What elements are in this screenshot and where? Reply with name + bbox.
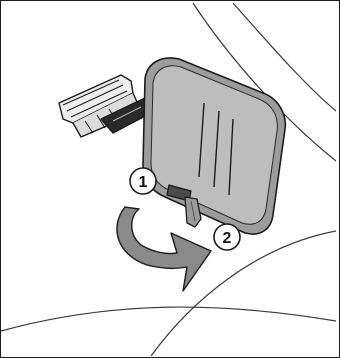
mirror-face [151, 66, 277, 224]
mirror-mount-bracket [59, 75, 151, 137]
callout-1: 1 [130, 168, 156, 194]
rearview-mirror [143, 58, 285, 234]
callout-1-label: 1 [139, 174, 148, 191]
callout-2: 2 [214, 224, 240, 250]
callout-2-label: 2 [223, 230, 232, 247]
